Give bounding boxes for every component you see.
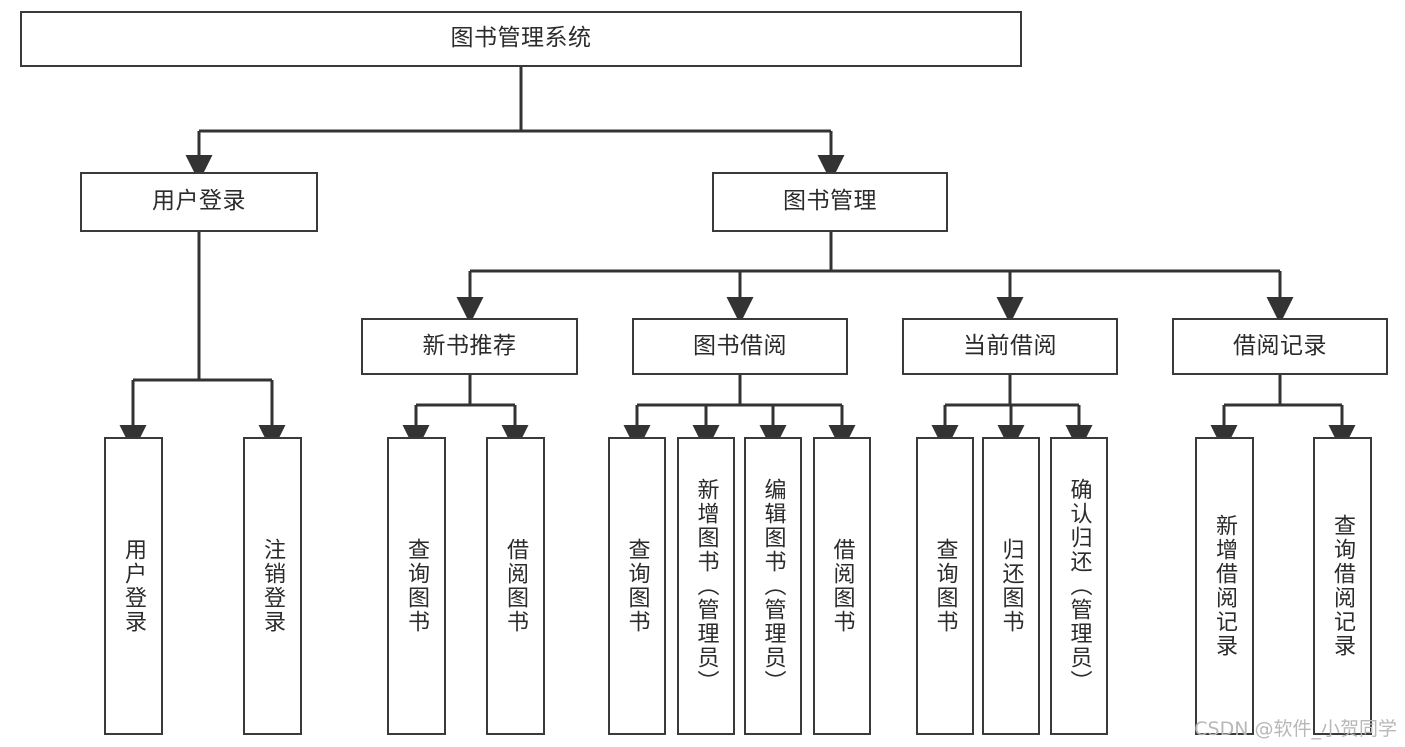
node-borrow-record-label: 借阅记录 xyxy=(1233,332,1327,359)
leaf-query-book-1[interactable]: 查询图书 xyxy=(387,437,446,735)
leaf-logout-login-label: 注销登录 xyxy=(260,538,286,634)
csdn-watermark-text: CSDN @软件_小贺同学 xyxy=(1194,718,1397,740)
node-book-manage-label: 图书管理 xyxy=(783,188,877,215)
leaf-user-login-label: 用户登录 xyxy=(121,538,147,634)
leaf-add-book-label: 新增图书（管理员） xyxy=(693,478,719,694)
node-user-login-label: 用户登录 xyxy=(152,188,246,215)
node-current-borrow-label: 当前借阅 xyxy=(963,332,1057,359)
leaf-confirm-return[interactable]: 确认归还（管理员） xyxy=(1050,437,1108,735)
leaf-return-book-label: 归还图书 xyxy=(998,538,1024,634)
node-root-system[interactable]: 图书管理系统 xyxy=(20,11,1022,67)
leaf-logout-login[interactable]: 注销登录 xyxy=(243,437,302,735)
leaf-query-borrow-record-label: 查询借阅记录 xyxy=(1330,514,1356,658)
leaf-add-borrow-record-label: 新增借阅记录 xyxy=(1212,514,1238,658)
leaf-query-book-2-label: 查询图书 xyxy=(624,538,650,634)
node-new-book-recommend[interactable]: 新书推荐 xyxy=(361,318,578,375)
leaf-borrow-book-2-label: 借阅图书 xyxy=(829,538,855,634)
node-book-borrow-label: 图书借阅 xyxy=(693,332,787,359)
node-borrow-record[interactable]: 借阅记录 xyxy=(1172,318,1388,375)
leaf-query-book-3[interactable]: 查询图书 xyxy=(916,437,974,735)
node-root-label: 图书管理系统 xyxy=(450,25,592,52)
leaf-borrow-book-1-label: 借阅图书 xyxy=(503,538,529,634)
node-new-book-recommend-label: 新书推荐 xyxy=(422,332,517,359)
leaf-return-book[interactable]: 归还图书 xyxy=(982,437,1040,735)
csdn-watermark: CSDN @软件_小贺同学 xyxy=(1194,714,1397,741)
leaf-query-borrow-record[interactable]: 查询借阅记录 xyxy=(1313,437,1372,735)
leaf-edit-book[interactable]: 编辑图书（管理员） xyxy=(744,437,802,735)
leaf-query-book-3-label: 查询图书 xyxy=(932,538,958,634)
leaf-add-book[interactable]: 新增图书（管理员） xyxy=(677,437,735,735)
leaf-user-login[interactable]: 用户登录 xyxy=(104,437,163,735)
node-book-borrow[interactable]: 图书借阅 xyxy=(632,318,848,375)
node-current-borrow[interactable]: 当前借阅 xyxy=(902,318,1118,375)
leaf-query-book-1-label: 查询图书 xyxy=(404,538,430,634)
leaf-borrow-book-2[interactable]: 借阅图书 xyxy=(813,437,871,735)
leaf-add-borrow-record[interactable]: 新增借阅记录 xyxy=(1195,437,1254,735)
leaf-borrow-book-1[interactable]: 借阅图书 xyxy=(486,437,545,735)
leaf-query-book-2[interactable]: 查询图书 xyxy=(608,437,666,735)
node-book-manage[interactable]: 图书管理 xyxy=(712,172,948,232)
leaf-edit-book-label: 编辑图书（管理员） xyxy=(760,478,786,694)
leaf-confirm-return-label: 确认归还（管理员） xyxy=(1066,478,1092,694)
node-user-login[interactable]: 用户登录 xyxy=(80,172,318,232)
